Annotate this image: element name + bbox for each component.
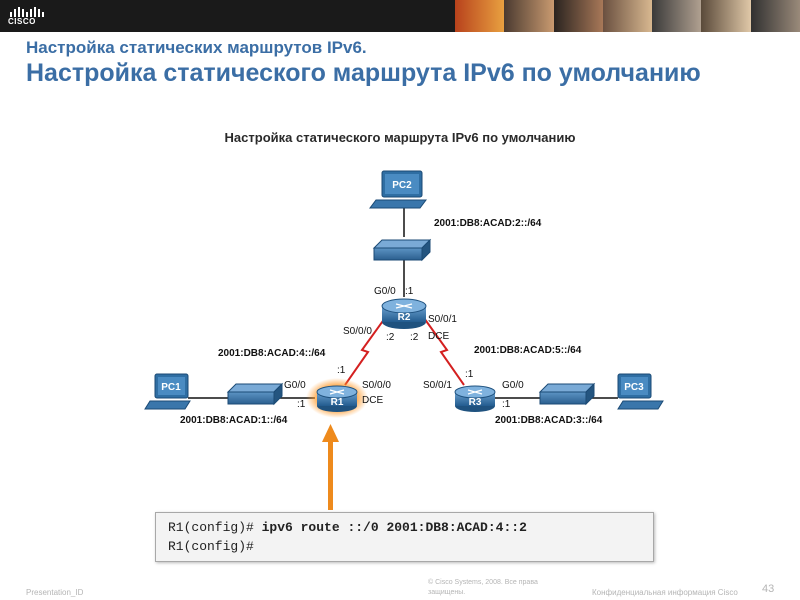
pc2-computer-icon: PC2 bbox=[369, 170, 427, 209]
pc1-computer-icon: PC1 bbox=[144, 373, 191, 410]
r3-g00-host-label: :1 bbox=[502, 399, 511, 410]
pc1-label: PC1 bbox=[161, 382, 181, 393]
pc3-computer-icon: PC3 bbox=[617, 373, 664, 410]
router-r3-icon: R3 bbox=[454, 385, 496, 412]
r1-dce-label: DCE bbox=[362, 395, 383, 406]
serial-link-r2-r3 bbox=[423, 317, 465, 386]
slide-subtitle: Настройка статических маршрутов IPv6. bbox=[26, 38, 367, 57]
r2-label: R2 bbox=[398, 312, 411, 323]
switch-lan3-icon bbox=[538, 382, 596, 406]
r3-s001-label: S0/0/1 bbox=[423, 380, 452, 391]
cisco-bars-icon bbox=[10, 7, 44, 17]
footer-copyright: © Cisco Systems, 2008. Все права защищен… bbox=[428, 579, 538, 596]
pc3-label: PC3 bbox=[624, 382, 644, 393]
r2-s000-label: S0/0/0 bbox=[343, 326, 372, 337]
network-label-lan1: 2001:DB8:ACAD:1::/64 bbox=[180, 415, 288, 426]
switch-lan1-icon bbox=[226, 382, 284, 406]
r1-label: R1 bbox=[331, 397, 344, 408]
r2-s001-host-label: :2 bbox=[410, 332, 419, 343]
r1-serial-host-label: :1 bbox=[337, 365, 346, 376]
network-label-serial-r2-r3: 2001:DB8:ACAD:5::/64 bbox=[474, 345, 582, 356]
header-photo-strip bbox=[455, 0, 800, 32]
r1-g00-host-label: :1 bbox=[297, 399, 306, 410]
footer-confidential: Конфиденциальная информация Cisco bbox=[592, 588, 738, 597]
network-label-serial-r1-r2: 2001:DB8:ACAD:4::/64 bbox=[218, 348, 326, 359]
network-label-lan3: 2001:DB8:ACAD:3::/64 bbox=[495, 415, 603, 426]
router-r2-icon: R2 bbox=[381, 298, 427, 329]
network-label-lan2: 2001:DB8:ACAD:2::/64 bbox=[434, 218, 542, 229]
header-bar: CISCO bbox=[0, 0, 800, 32]
r2-g00-host-label: :1 bbox=[405, 286, 414, 297]
r3-label: R3 bbox=[469, 397, 482, 408]
r2-dce-label: DCE bbox=[428, 331, 449, 342]
r2-s001-label: S0/0/1 bbox=[428, 314, 457, 325]
page-number: 43 bbox=[762, 583, 775, 595]
cisco-logo: CISCO bbox=[8, 5, 48, 27]
serial-link-r1-r2 bbox=[344, 317, 386, 386]
r2-g00-label: G0/0 bbox=[374, 286, 396, 297]
router-r1-icon: R1 bbox=[306, 378, 368, 418]
switch-lan2-icon bbox=[372, 238, 432, 262]
cli-command: ipv6 route ::/0 2001:DB8:ACAD:4::2 bbox=[261, 520, 527, 535]
r3-g00-label: G0/0 bbox=[502, 380, 524, 391]
logo-text: CISCO bbox=[8, 17, 36, 26]
r3-serial-host-label: :1 bbox=[465, 369, 474, 380]
arrow-up-icon bbox=[322, 424, 339, 510]
r1-g00-label: G0/0 bbox=[284, 380, 306, 391]
cli-command-box: R1(config)# ipv6 route ::/0 2001:DB8:ACA… bbox=[155, 512, 654, 562]
r2-s000-host-label: :2 bbox=[386, 332, 395, 343]
r1-s000-label: S0/0/0 bbox=[362, 380, 391, 391]
figure-title: Настройка статического маршрута IPv6 по … bbox=[224, 130, 576, 145]
cli-line-1: R1(config)# ipv6 route ::/0 2001:DB8:ACA… bbox=[168, 520, 527, 535]
pc2-label: PC2 bbox=[392, 180, 412, 191]
cli-line-2: R1(config)# bbox=[168, 539, 254, 554]
slide-title: Настройка статического маршрута IPv6 по … bbox=[26, 59, 701, 87]
footer-presentation-id: Presentation_ID bbox=[26, 588, 84, 597]
cli-prompt: R1(config)# bbox=[168, 520, 262, 535]
